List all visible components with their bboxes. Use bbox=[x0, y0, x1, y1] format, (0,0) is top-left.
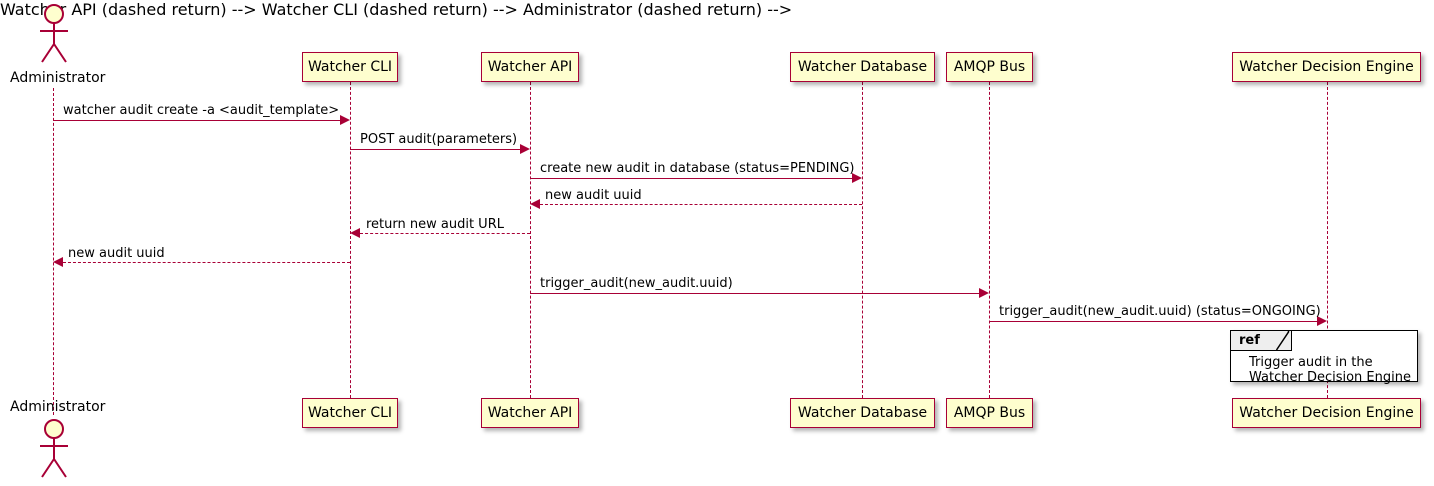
lifeline-watcher-decision-engine bbox=[1327, 82, 1328, 398]
message-label-m2: POST audit(parameters) bbox=[360, 132, 518, 147]
participant-watcher-database-top[interactable]: Watcher Database bbox=[790, 52, 935, 82]
ref-fragment-body: Trigger audit in the Watcher Decision En… bbox=[1249, 355, 1411, 385]
message-label-m5: return new audit URL bbox=[366, 217, 504, 232]
arrowhead-m1 bbox=[340, 115, 350, 125]
participant-amqp-bus-bottom[interactable]: AMQP Bus bbox=[946, 398, 1033, 428]
message-label-m1: watcher audit create -a <audit_template> bbox=[63, 103, 340, 118]
message-line-m8 bbox=[989, 321, 1317, 322]
arrowhead-m7 bbox=[979, 288, 989, 298]
message-label-m3: create new audit in database (status=PEN… bbox=[540, 161, 855, 176]
arrowhead-m3 bbox=[852, 173, 862, 183]
arrowhead-m6 bbox=[53, 257, 63, 267]
participant-label: AMQP Bus bbox=[953, 405, 1026, 421]
participant-watcher-api-top[interactable]: Watcher API bbox=[481, 52, 579, 82]
message-line-m2 bbox=[350, 149, 520, 150]
participant-watcher-cli-bottom[interactable]: Watcher CLI bbox=[302, 398, 398, 428]
arrowhead-m2 bbox=[520, 144, 530, 154]
participant-label: Watcher Database bbox=[797, 405, 928, 421]
actor-figure-icon bbox=[40, 4, 68, 63]
ref-tab-label: ref bbox=[1239, 333, 1260, 348]
participant-amqp-bus-top[interactable]: AMQP Bus bbox=[946, 52, 1033, 82]
participant-watcher-database-bottom[interactable]: Watcher Database bbox=[790, 398, 935, 428]
message-line-m7 bbox=[530, 293, 979, 294]
actor-label-administrator-bottom: Administrator bbox=[10, 399, 106, 415]
participant-label: Watcher API bbox=[487, 405, 573, 421]
message-line-m6 bbox=[63, 262, 350, 263]
message-label-m8: trigger_audit(new_audit.uuid) (status=ON… bbox=[999, 304, 1321, 319]
actor-administrator-bottom bbox=[30, 417, 78, 479]
participant-label: Watcher CLI bbox=[307, 59, 393, 75]
participant-label: Watcher Decision Engine bbox=[1239, 405, 1414, 421]
actor-administrator-top bbox=[30, 2, 78, 64]
participant-watcher-decision-engine-top[interactable]: Watcher Decision Engine bbox=[1232, 52, 1421, 82]
message-label-m6: new audit uuid bbox=[68, 246, 165, 261]
actor-label-administrator-top: Administrator bbox=[10, 70, 106, 86]
actor-figure-icon bbox=[40, 419, 68, 478]
arrowhead-m5 bbox=[350, 228, 360, 238]
lifeline-watcher-cli bbox=[350, 82, 351, 398]
message-line-m4 bbox=[540, 204, 862, 205]
message-line-m3 bbox=[530, 178, 852, 179]
lifeline-amqp-bus bbox=[989, 82, 990, 398]
lifeline-watcher-api bbox=[530, 82, 531, 398]
message-line-m5 bbox=[360, 233, 530, 234]
participant-label: Watcher API bbox=[487, 59, 573, 75]
participant-watcher-cli-top[interactable]: Watcher CLI bbox=[302, 52, 398, 82]
participant-label: Watcher Decision Engine bbox=[1239, 59, 1414, 75]
arrowhead-m8 bbox=[1317, 316, 1327, 326]
ref-fragment: ref Trigger audit in the Watcher Decisio… bbox=[1230, 330, 1418, 385]
participant-label: Watcher Database bbox=[797, 59, 928, 75]
ref-fragment-tab-notch-outline bbox=[1275, 331, 1290, 351]
message-line-m1 bbox=[53, 120, 340, 121]
participant-label: Watcher CLI bbox=[307, 405, 393, 421]
arrowhead-m4 bbox=[530, 199, 540, 209]
participant-watcher-decision-engine-bottom[interactable]: Watcher Decision Engine bbox=[1232, 398, 1421, 428]
message-label-m7: trigger_audit(new_audit.uuid) bbox=[540, 276, 733, 291]
ref-body-line-1: Trigger audit in the bbox=[1249, 355, 1373, 370]
ref-body-line-2: Watcher Decision Engine bbox=[1249, 370, 1411, 385]
lifeline-watcher-database bbox=[862, 82, 863, 398]
participant-label: AMQP Bus bbox=[953, 59, 1026, 75]
participant-watcher-api-bottom[interactable]: Watcher API bbox=[481, 398, 579, 428]
message-label-m4: new audit uuid bbox=[545, 188, 642, 203]
lifeline-administrator bbox=[53, 88, 54, 415]
